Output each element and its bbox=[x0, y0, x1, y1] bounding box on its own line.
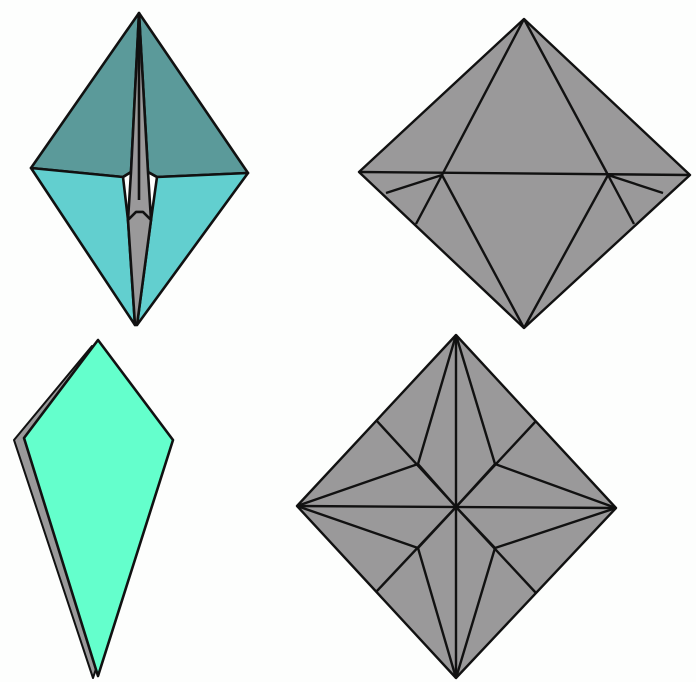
flat-folded-kite bbox=[14, 340, 173, 678]
front-layer bbox=[24, 340, 173, 676]
upper-left-face bbox=[31, 13, 139, 177]
crease-pattern-star-square bbox=[297, 335, 616, 678]
folded-base-front bbox=[31, 13, 248, 325]
crease-pattern-octahedral bbox=[359, 19, 690, 328]
upper-right-face bbox=[139, 13, 248, 177]
